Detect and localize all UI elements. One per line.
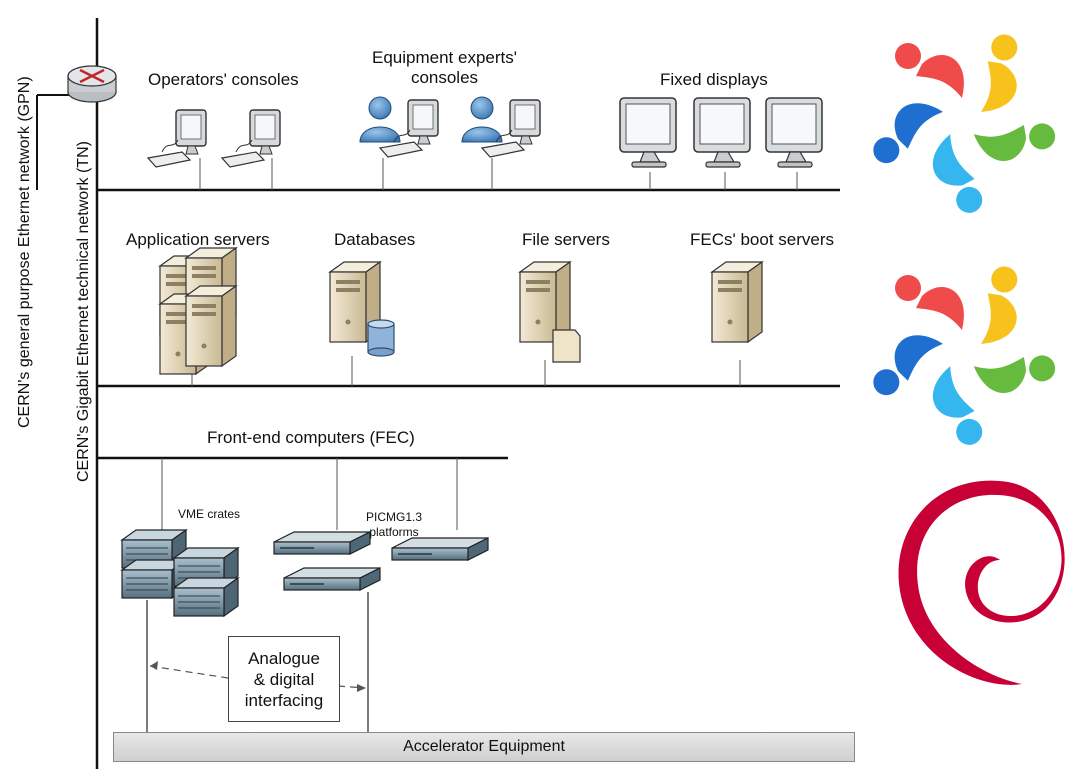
analogue-digital-interfacing-text: Analogue & digital interfacing bbox=[244, 648, 324, 710]
crate-icon bbox=[391, 537, 489, 561]
gpn-label: CERN's general purpose Ethernet network … bbox=[16, 76, 33, 428]
accelerator-equipment-bar: Accelerator Equipment bbox=[113, 732, 855, 762]
file-icon bbox=[552, 329, 581, 363]
operators-consoles-label: Operators' consoles bbox=[148, 70, 299, 89]
databases-label: Databases bbox=[334, 230, 416, 249]
analogue-digital-interfacing-box: Analogue & digital interfacing bbox=[228, 636, 340, 722]
desktop-console-icon bbox=[221, 109, 281, 168]
boot-servers-label: FECs' boot servers bbox=[690, 230, 835, 249]
fec-label: Front-end computers (FEC) bbox=[207, 428, 415, 447]
experts-consoles-text: Equipment experts' consoles bbox=[372, 48, 517, 87]
application-servers-label: Application servers bbox=[126, 230, 270, 249]
experts-consoles-label: Equipment experts' consoles bbox=[372, 48, 517, 88]
debian-logo-icon bbox=[898, 480, 1065, 685]
picmg-text: PICMG1.3 platforms bbox=[366, 510, 423, 539]
community-logo-icon bbox=[873, 34, 1056, 213]
monitor-icon bbox=[765, 97, 823, 168]
server-icon bbox=[711, 261, 763, 343]
user-icon bbox=[359, 96, 401, 143]
crate-icon bbox=[283, 567, 381, 591]
file-servers-label: File servers bbox=[522, 230, 610, 249]
picmg-label: PICMG1.3 platforms bbox=[366, 510, 422, 540]
community-logo-icon bbox=[873, 266, 1056, 445]
database-icon bbox=[367, 319, 395, 357]
server-icon bbox=[185, 285, 237, 367]
router-icon bbox=[67, 65, 117, 103]
fixed-displays-label: Fixed displays bbox=[660, 70, 768, 89]
vme-crates-label: VME crates bbox=[178, 507, 241, 521]
user-icon bbox=[461, 96, 503, 143]
crate-icon bbox=[173, 577, 239, 617]
desktop-console-icon bbox=[147, 109, 207, 168]
monitor-icon bbox=[619, 97, 677, 168]
monitor-icon bbox=[693, 97, 751, 168]
crate-icon bbox=[273, 531, 371, 555]
tn-label: CERN's Gigabit Ethernet technical networ… bbox=[75, 141, 92, 482]
